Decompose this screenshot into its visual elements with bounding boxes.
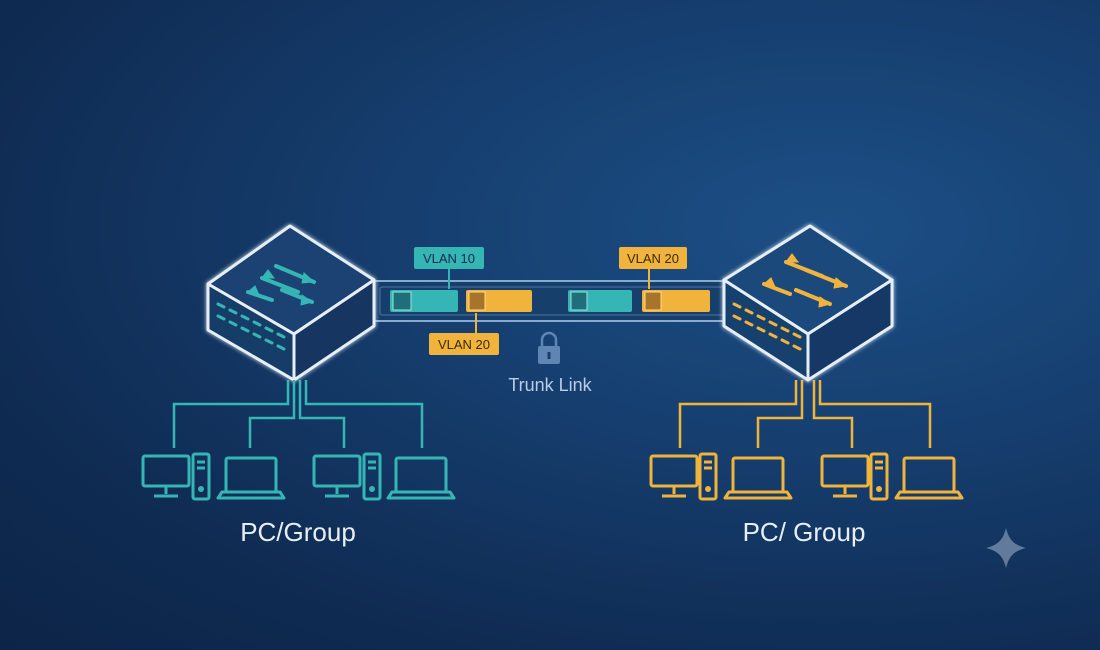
sparkle-icon xyxy=(986,528,1026,568)
network-switch-icon xyxy=(722,224,894,382)
lock-icon xyxy=(538,331,560,364)
right-switch xyxy=(722,224,894,382)
desktop-pc-icon xyxy=(649,452,718,501)
desktop-pc-icon xyxy=(141,452,211,501)
right-group-label: PC/ Group xyxy=(743,517,866,547)
trunk-link-label: Trunk Link xyxy=(508,375,592,395)
vlan-tag-left-bottom: VLAN 20 xyxy=(429,313,499,355)
trunk-packet-vlan10-a xyxy=(390,290,458,312)
left-pc-group xyxy=(141,452,456,501)
vlan-tag-left-bottom-text: VLAN 20 xyxy=(438,337,490,352)
left-group-label: PC/Group xyxy=(240,517,356,547)
trunk-packet-vlan20-b xyxy=(642,290,710,312)
network-switch-icon xyxy=(206,224,376,382)
left-wiring xyxy=(172,380,424,448)
vlan-tag-left-top: VLAN 10 xyxy=(414,247,484,289)
laptop-icon xyxy=(723,456,793,500)
desktop-pc-icon xyxy=(820,452,889,501)
laptop-icon xyxy=(894,456,964,500)
vlan-tag-right-top-text: VLAN 20 xyxy=(627,251,679,266)
trunk-packet-vlan20-a xyxy=(466,290,532,312)
trunk-link xyxy=(371,280,733,322)
laptop-icon xyxy=(216,456,286,500)
laptop-icon xyxy=(386,456,456,500)
trunk-packet-vlan10-b xyxy=(568,290,632,312)
vlan-tag-right-top: VLAN 20 xyxy=(619,247,687,289)
right-wiring xyxy=(678,380,932,448)
vlan-tag-left-top-text: VLAN 10 xyxy=(423,251,475,266)
right-pc-group xyxy=(649,452,964,501)
left-switch xyxy=(206,224,376,382)
desktop-pc-icon xyxy=(312,452,382,501)
